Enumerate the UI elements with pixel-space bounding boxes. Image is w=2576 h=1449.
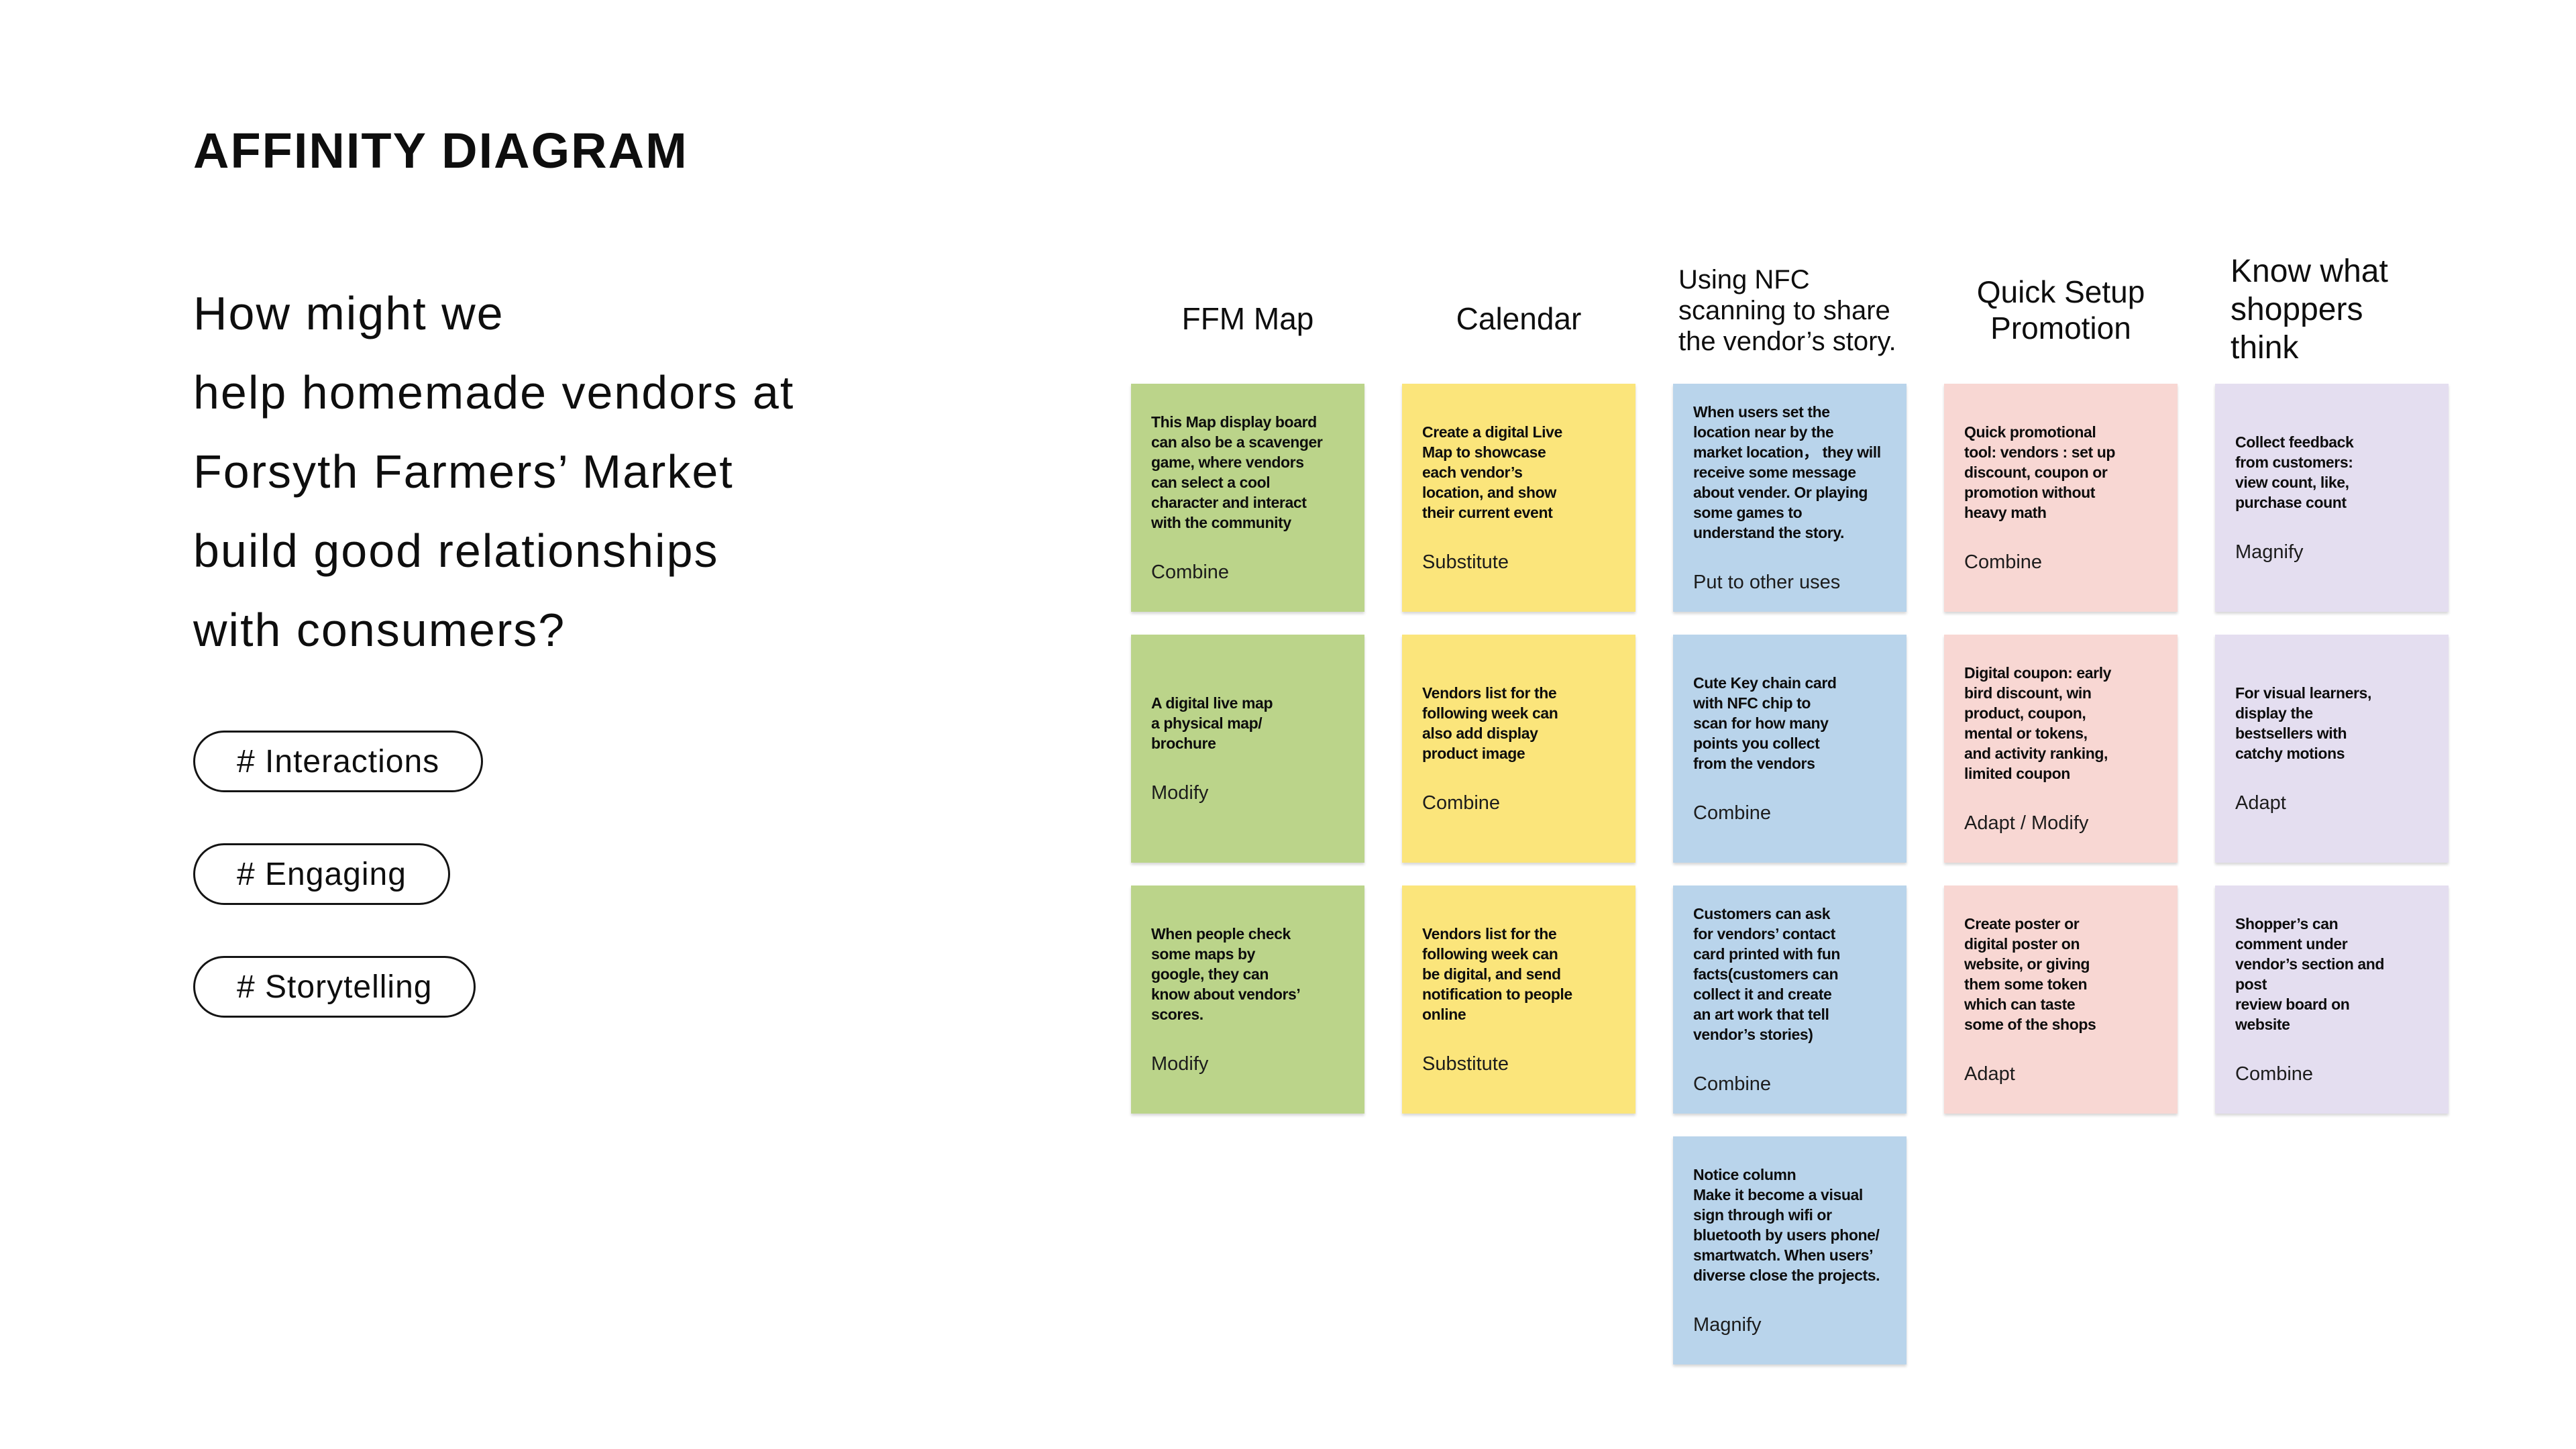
sticky-note[interactable]: This Map display board can also be a sca… [1131, 384, 1364, 612]
hashtag-pill-storytelling[interactable]: # Storytelling [193, 956, 476, 1018]
note-tag: Adapt [2235, 792, 2286, 814]
note-tag: Modify [1151, 1053, 1209, 1075]
note-body: Quick promotional tool: vendors : set up… [1964, 423, 2116, 521]
column-header-know-what-shoppers-think: Know what shoppers think [2231, 254, 2388, 366]
column-know-what-shoppers-think: Collect feedback from customers: view co… [2215, 384, 2449, 1114]
note-tag: Combine [1964, 551, 2043, 573]
sticky-note[interactable]: Digital coupon: early bird discount, win… [1944, 635, 2178, 863]
column-header-quick-setup-promotion: Quick Setup Promotion [1976, 274, 2145, 345]
hashtag-label: # Storytelling [237, 969, 433, 1005]
note-tag: Combine [1151, 561, 1230, 583]
hashtag-label: # Engaging [237, 856, 407, 892]
note-tag: Put to other uses [1693, 572, 1841, 593]
sticky-note[interactable]: Create a digital Live Map to showcase ea… [1402, 384, 1635, 612]
note-body: This Map display board can also be a sca… [1151, 413, 1323, 531]
note-tag: Adapt / Modify [1964, 812, 2089, 834]
note-body: Create a digital Live Map to showcase ea… [1422, 423, 1562, 521]
note-body: Digital coupon: early bird discount, win… [1964, 664, 2112, 782]
note-tag: Combine [1693, 1073, 1772, 1095]
column-header-calendar: Calendar [1456, 301, 1582, 336]
column-nfc-story: When users set the location near by the … [1673, 384, 1907, 1364]
sticky-note[interactable]: When people check some maps by google, t… [1131, 885, 1364, 1114]
note-body: When users set the location near by the … [1693, 403, 1881, 541]
note-body: Shopper’s can comment under vendor’s sec… [2235, 915, 2385, 1033]
column-quick-setup-promotion: Quick promotional tool: vendors : set up… [1944, 384, 2178, 1114]
note-body: Create poster or digital poster on websi… [1964, 915, 2096, 1033]
note-body: Vendors list for the following week can … [1422, 925, 1572, 1023]
note-tag: Combine [1693, 802, 1772, 824]
sticky-note[interactable]: Shopper’s can comment under vendor’s sec… [2215, 885, 2449, 1114]
note-body: Vendors list for the following week can … [1422, 684, 1558, 762]
column-calendar: Create a digital Live Map to showcase ea… [1402, 384, 1635, 1114]
sticky-note[interactable]: Notice column Make it become a visual si… [1673, 1136, 1907, 1364]
note-tag: Substitute [1422, 551, 1509, 573]
note-body: When people check some maps by google, t… [1151, 925, 1301, 1023]
column-header-ffm-map: FFM Map [1181, 301, 1314, 336]
sticky-note[interactable]: A digital live map a physical map/ broch… [1131, 635, 1364, 863]
sticky-note[interactable]: Cute Key chain card with NFC chip to sca… [1673, 635, 1907, 863]
hashtag-pill-interactions[interactable]: # Interactions [193, 731, 484, 792]
note-tag: Combine [1422, 792, 1501, 814]
note-body: For visual learners, display the bestsel… [2235, 684, 2371, 762]
column-ffm-map: This Map display board can also be a sca… [1131, 384, 1364, 1114]
note-tag: Combine [2235, 1063, 2314, 1085]
sticky-note[interactable]: When users set the location near by the … [1673, 384, 1907, 612]
sticky-note[interactable]: Vendors list for the following week can … [1402, 635, 1635, 863]
column-header-nfc-story: Using NFC scanning to share the vendor’s… [1678, 265, 1896, 356]
note-tag: Magnify [2235, 541, 2304, 563]
hashtag-pill-engaging[interactable]: # Engaging [193, 843, 450, 905]
note-tag: Substitute [1422, 1053, 1509, 1075]
note-body: Collect feedback from customers: view co… [2235, 433, 2354, 511]
note-body: Notice column Make it become a visual si… [1693, 1166, 1880, 1284]
sticky-note[interactable]: Create poster or digital poster on websi… [1944, 885, 2178, 1114]
sticky-note[interactable]: Vendors list for the following week can … [1402, 885, 1635, 1114]
note-tag: Modify [1151, 782, 1209, 804]
note-body: A digital live map a physical map/ broch… [1151, 694, 1273, 752]
note-body: Customers can ask for vendors’ contact c… [1693, 905, 1841, 1043]
sticky-note[interactable]: Customers can ask for vendors’ contact c… [1673, 885, 1907, 1114]
sticky-note[interactable]: Quick promotional tool: vendors : set up… [1944, 384, 2178, 612]
note-body: Cute Key chain card with NFC chip to sca… [1693, 674, 1837, 772]
note-tag: Magnify [1693, 1314, 1762, 1336]
hmw-question: How might we help homemade vendors at Fo… [193, 287, 795, 656]
sticky-note[interactable]: Collect feedback from customers: view co… [2215, 384, 2449, 612]
note-tag: Adapt [1964, 1063, 2015, 1085]
sticky-note[interactable]: For visual learners, display the bestsel… [2215, 635, 2449, 863]
page-title: AFFINITY DIAGRAM [193, 123, 688, 178]
hashtag-label: # Interactions [237, 743, 440, 780]
hashtag-list: # Interactions # Engaging # Storytelling [193, 731, 484, 1018]
